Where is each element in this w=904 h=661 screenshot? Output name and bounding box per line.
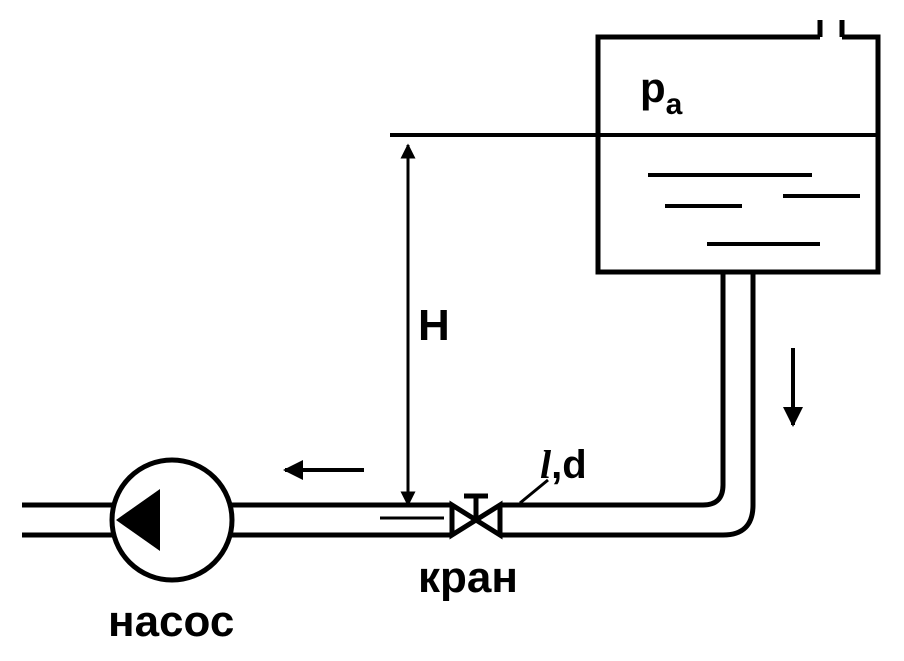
tank bbox=[595, 20, 881, 275]
pump-label: насос bbox=[108, 597, 234, 646]
pipe-label-leader bbox=[519, 478, 549, 505]
height-dimension bbox=[380, 143, 444, 520]
suction-pipe bbox=[22, 502, 452, 538]
valve-label: кран bbox=[418, 553, 518, 602]
valve bbox=[449, 493, 503, 540]
pump-triangle-icon bbox=[116, 489, 160, 551]
height-label: H bbox=[418, 301, 450, 350]
pipe-label: l,d bbox=[540, 442, 587, 487]
tank-pressure-label: pa bbox=[640, 64, 683, 121]
outlet-pipe bbox=[500, 272, 756, 538]
pump bbox=[109, 457, 235, 583]
liquid-hatching bbox=[648, 173, 860, 246]
